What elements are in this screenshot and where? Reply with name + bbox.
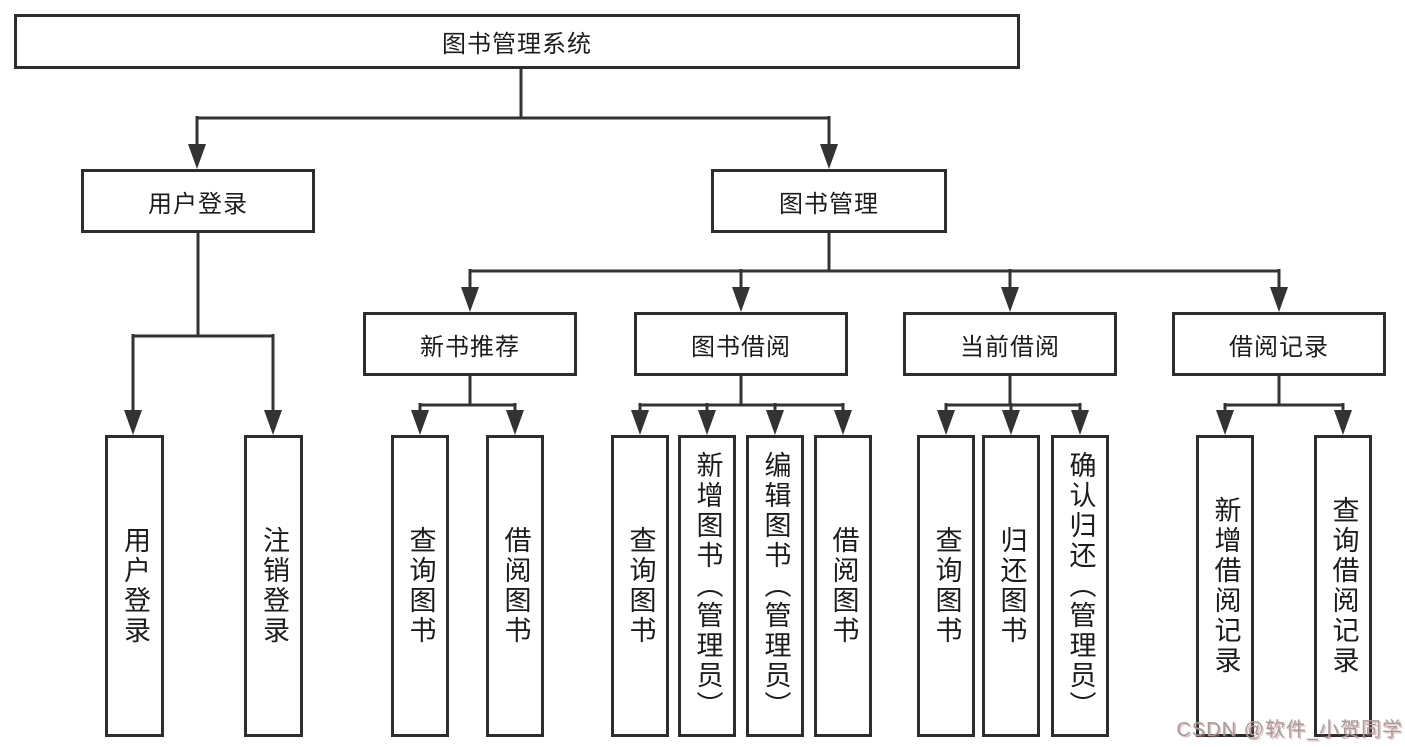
node-book-borrow: 图书借阅	[634, 312, 848, 376]
node-label: 图书借阅	[691, 333, 791, 361]
node-label: 当前借阅	[960, 333, 1060, 361]
watermark-text: CSDN @软件_小贺同学	[1176, 719, 1403, 741]
leaf-label: 查询图书	[625, 526, 656, 646]
leaf-label: 新增图书（管理员）	[692, 451, 723, 721]
leaf-logout: 注销登录	[244, 435, 303, 737]
leaf-label: 注销登录	[259, 526, 289, 646]
leaf-label: 用户登录	[120, 526, 150, 646]
node-user-login: 用户登录	[81, 169, 315, 233]
leaf-borrow-books-recommend: 借阅图书	[486, 435, 544, 737]
node-label: 借阅记录	[1229, 333, 1329, 361]
node-new-book-recommend: 新书推荐	[363, 312, 577, 376]
leaf-add-books-admin: 新增图书（管理员）	[678, 435, 736, 737]
leaf-query-books-recommend: 查询图书	[391, 435, 449, 737]
leaf-add-borrow-record: 新增借阅记录	[1196, 435, 1254, 737]
leaf-query-borrow-record: 查询借阅记录	[1314, 435, 1372, 737]
node-label: 图书管理系统	[442, 31, 592, 58]
leaf-edit-books-admin: 编辑图书（管理员）	[746, 435, 804, 737]
node-library-management-system: 图书管理系统	[14, 14, 1020, 69]
leaf-confirm-return-admin: 确认归还（管理员）	[1051, 435, 1109, 737]
leaf-query-books-borrow: 查询图书	[611, 435, 669, 737]
leaf-label: 查询借阅记录	[1328, 496, 1359, 676]
node-label: 图书管理	[779, 190, 879, 218]
node-current-borrow: 当前借阅	[903, 312, 1117, 376]
leaf-label: 查询图书	[405, 526, 436, 646]
node-label: 新书推荐	[420, 333, 520, 361]
leaf-label: 归还图书	[996, 526, 1027, 646]
leaf-label: 确认归还（管理员）	[1065, 451, 1096, 721]
leaf-return-books: 归还图书	[982, 435, 1040, 737]
leaf-user-login: 用户登录	[105, 435, 164, 737]
node-borrow-record: 借阅记录	[1172, 312, 1386, 376]
leaf-query-books-current: 查询图书	[917, 435, 975, 737]
leaf-label: 新增借阅记录	[1210, 496, 1241, 676]
leaf-label: 查询图书	[931, 526, 962, 646]
leaf-label: 借阅图书	[500, 526, 531, 646]
leaf-label: 借阅图书	[828, 526, 859, 646]
leaf-label: 编辑图书（管理员）	[760, 451, 791, 721]
node-label: 用户登录	[148, 190, 248, 218]
node-book-management: 图书管理	[711, 169, 947, 233]
leaf-borrow-books: 借阅图书	[814, 435, 872, 737]
